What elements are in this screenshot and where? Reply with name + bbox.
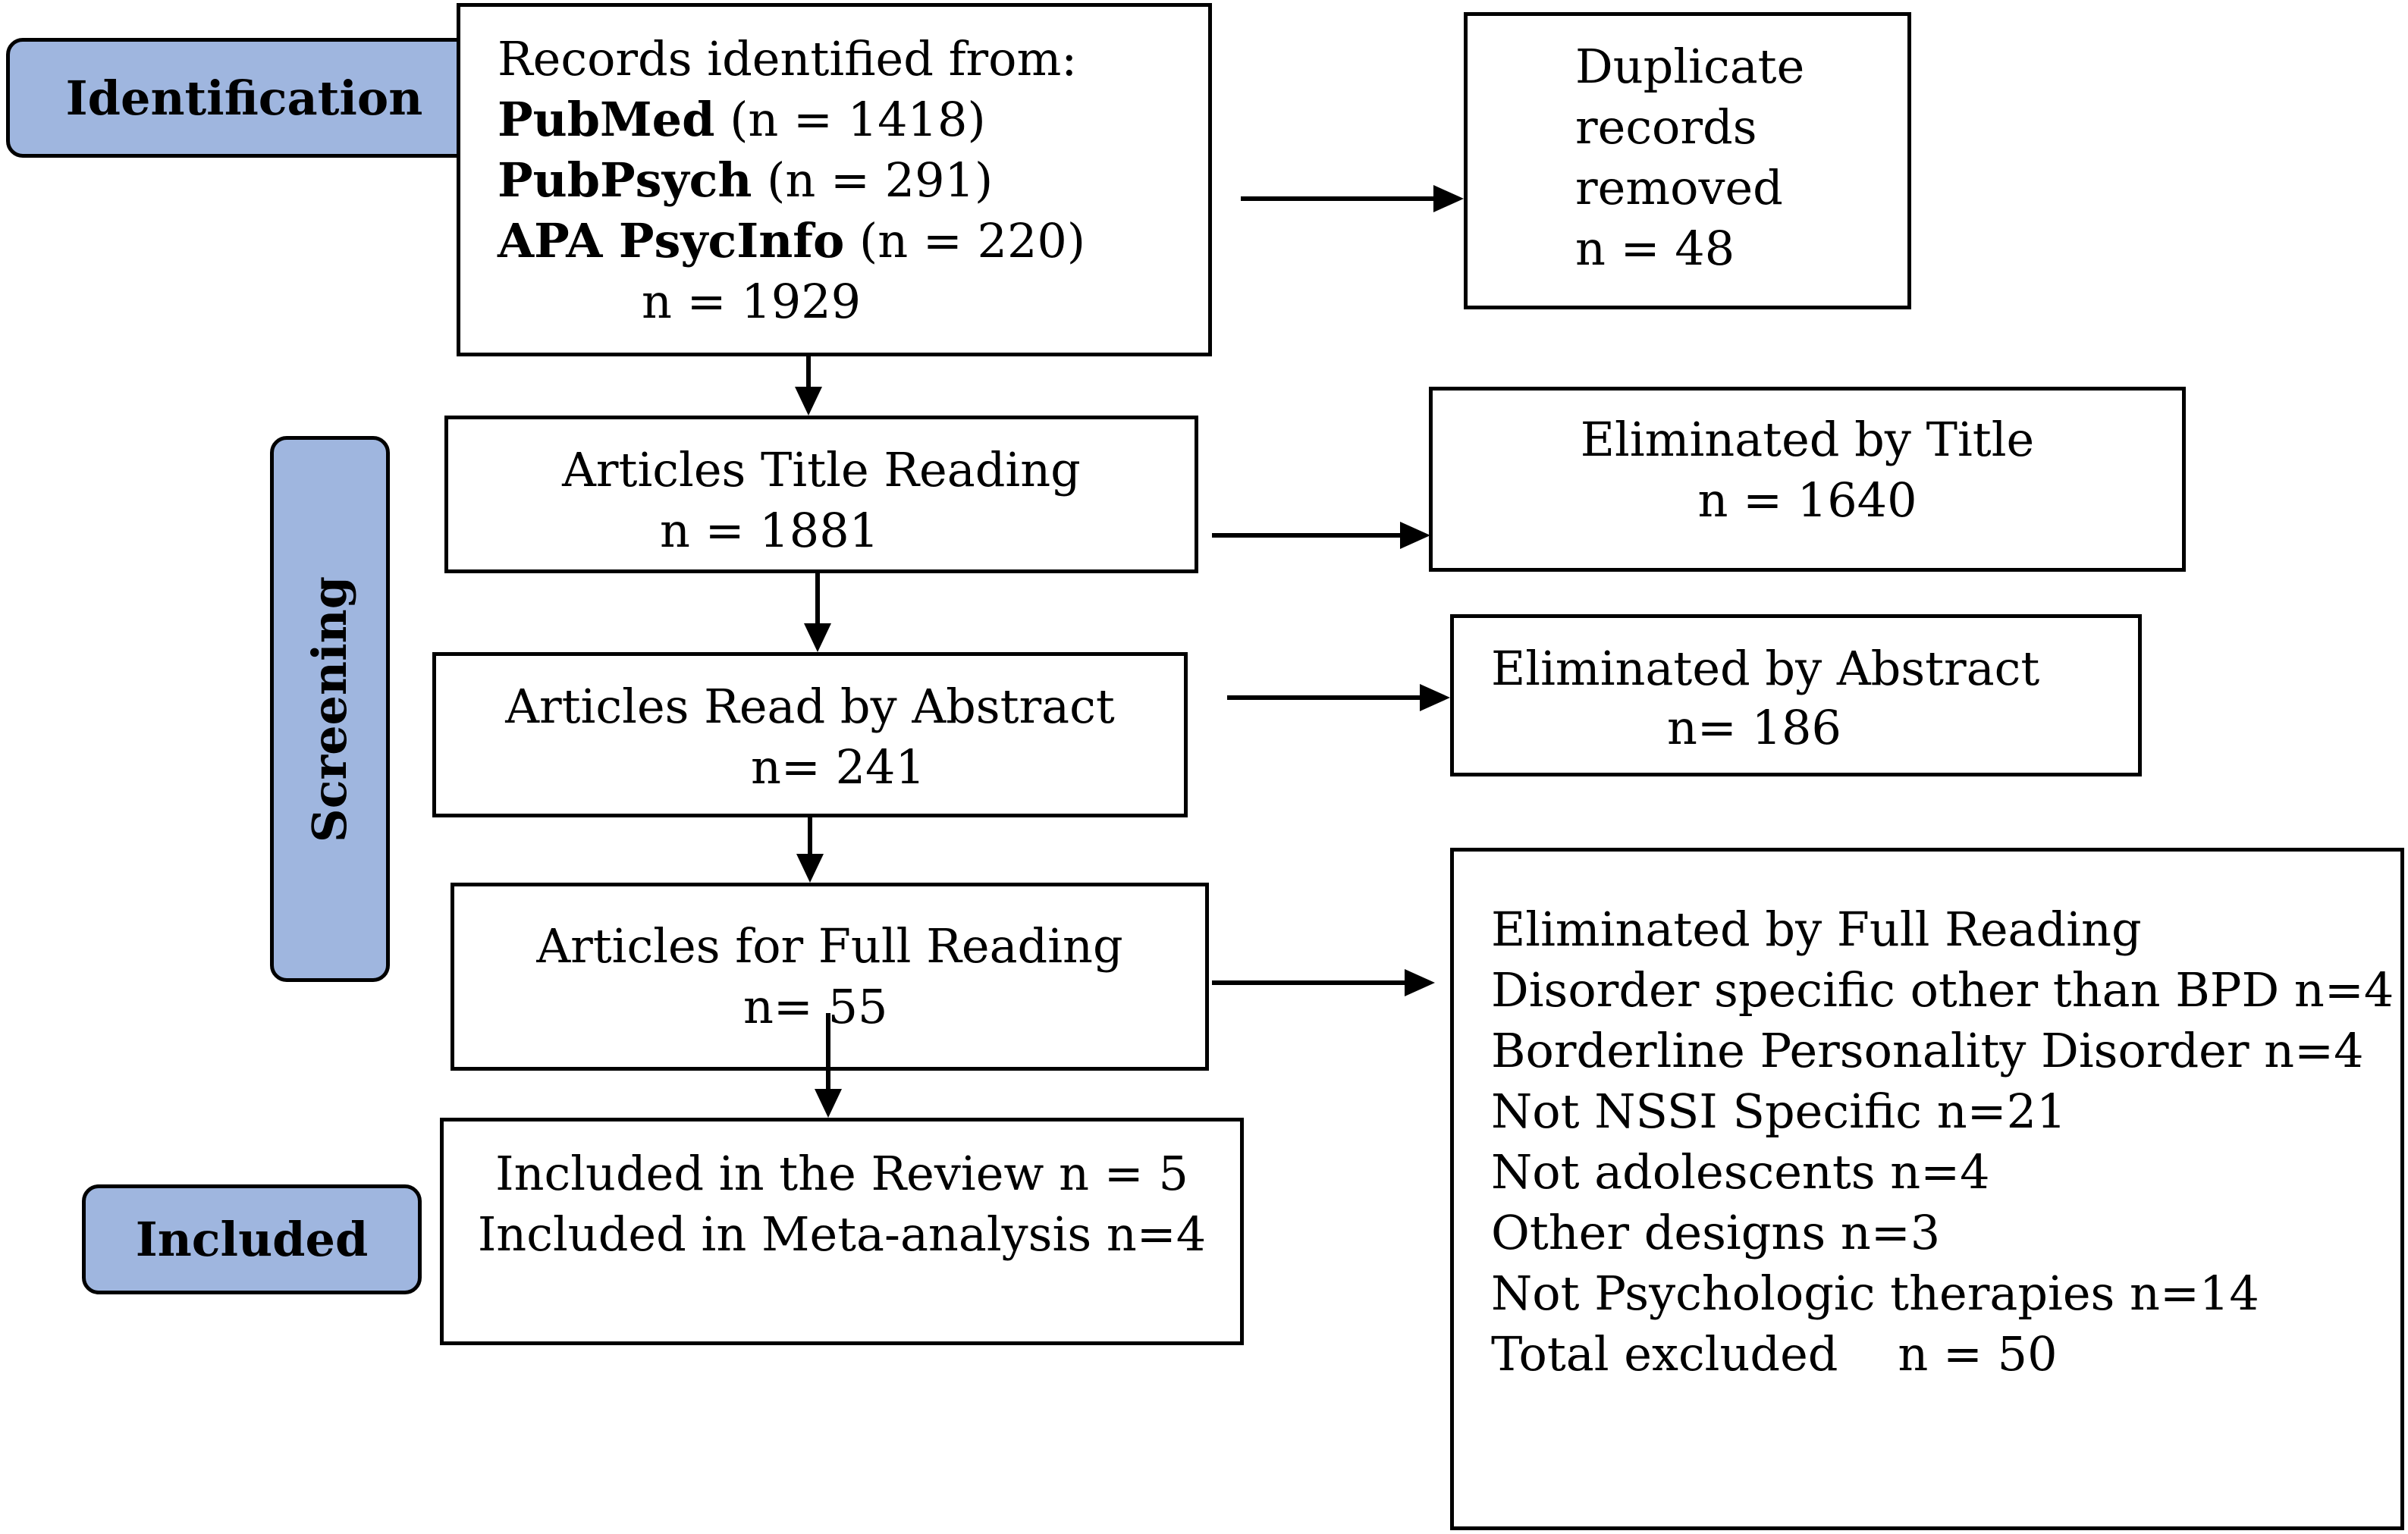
full-reading-exclusion-line-7: Not Psychologic therapies n=14 [1491, 1266, 2259, 1321]
stage-included: Included [82, 1184, 422, 1294]
records-identified-total: n = 1929 [642, 274, 862, 329]
eliminated-by-abstract-count: n= 186 [1667, 700, 1841, 755]
abstract-reading-label: Articles Read by Abstract [505, 679, 1115, 734]
source-pubpsych: PubPsych (n = 291) [498, 150, 993, 211]
records-identified-heading: Records identified from: [498, 31, 1078, 86]
arrow-to-duplicates-head [1433, 185, 1464, 212]
source-count: (n = 291) [767, 152, 994, 208]
stage-identification-label: Identification [65, 70, 423, 126]
full-reading-exclusion-line-4: Not NSSI Specific n=21 [1491, 1084, 2067, 1139]
arrow-to-eliminated-full-head [1405, 969, 1435, 996]
abstract-reading-box [432, 652, 1188, 817]
included-box [440, 1118, 1244, 1345]
source-name: PubMed [498, 92, 715, 147]
included-review: Included in the Review n = 5 [495, 1146, 1188, 1201]
duplicates-line-2: records [1575, 99, 1757, 155]
source-pubmed: PubMed (n = 1418) [498, 89, 986, 150]
stage-identification: Identification [6, 38, 482, 158]
arrow-to-title-reading-head [795, 387, 822, 416]
full-reading-exclusion-line-2: Disorder specific other than BPD n=4 [1491, 962, 2394, 1018]
arrow-to-abstract-reading-head [804, 623, 831, 652]
stage-screening: Screening [270, 436, 390, 982]
title-reading-count: n = 1881 [660, 503, 880, 558]
full-reading-label: Articles for Full Reading [536, 918, 1123, 974]
duplicates-removed-box [1464, 12, 1911, 309]
full-reading-exclusion-line-8: Total excluded n = 50 [1491, 1326, 2058, 1382]
eliminated-by-title-label: Eliminated by Title [1580, 412, 2035, 467]
arrow-to-eliminated-abstract-head [1420, 684, 1450, 711]
eliminated-by-title-box [1429, 387, 2186, 572]
full-reading-count: n= 55 [743, 979, 888, 1034]
eliminated-by-abstract-box [1450, 614, 2142, 776]
full-reading-exclusion-line-1: Eliminated by Full Reading [1491, 902, 2142, 957]
full-reading-exclusion-line-3: Borderline Personality Disorder n=4 [1491, 1023, 2364, 1078]
source-name: APA PsycInfo [498, 213, 845, 268]
duplicates-line-4: n = 48 [1575, 221, 1735, 276]
records-identified-box [457, 3, 1212, 356]
eliminated-by-full-reading-box [1450, 848, 2404, 1530]
arrow-to-eliminated-title-head [1400, 522, 1430, 549]
source-name: PubPsych [498, 152, 752, 208]
stage-included-label: Included [135, 1212, 369, 1267]
full-reading-exclusion-line-5: Not adolescents n=4 [1491, 1144, 1990, 1200]
eliminated-by-abstract-label: Eliminated by Abstract [1491, 641, 2040, 696]
duplicates-line-3: removed [1575, 160, 1783, 215]
duplicates-line-1: Duplicate [1575, 39, 1805, 94]
arrow-to-included-head [815, 1089, 842, 1118]
source-count: (n = 1418) [730, 92, 986, 147]
eliminated-by-title-count: n = 1640 [1697, 472, 1917, 528]
included-meta-analysis: Included in Meta-analysis n=4 [477, 1206, 1207, 1262]
abstract-reading-count: n= 241 [751, 739, 925, 795]
source-apa-psycinfo: APA PsycInfo (n = 220) [498, 211, 1085, 271]
source-count: (n = 220) [859, 213, 1086, 268]
title-reading-box [444, 416, 1198, 573]
arrow-to-full-reading-head [796, 854, 824, 883]
title-reading-label: Articles Title Reading [562, 442, 1081, 497]
full-reading-exclusion-line-6: Other designs n=3 [1491, 1205, 1941, 1260]
